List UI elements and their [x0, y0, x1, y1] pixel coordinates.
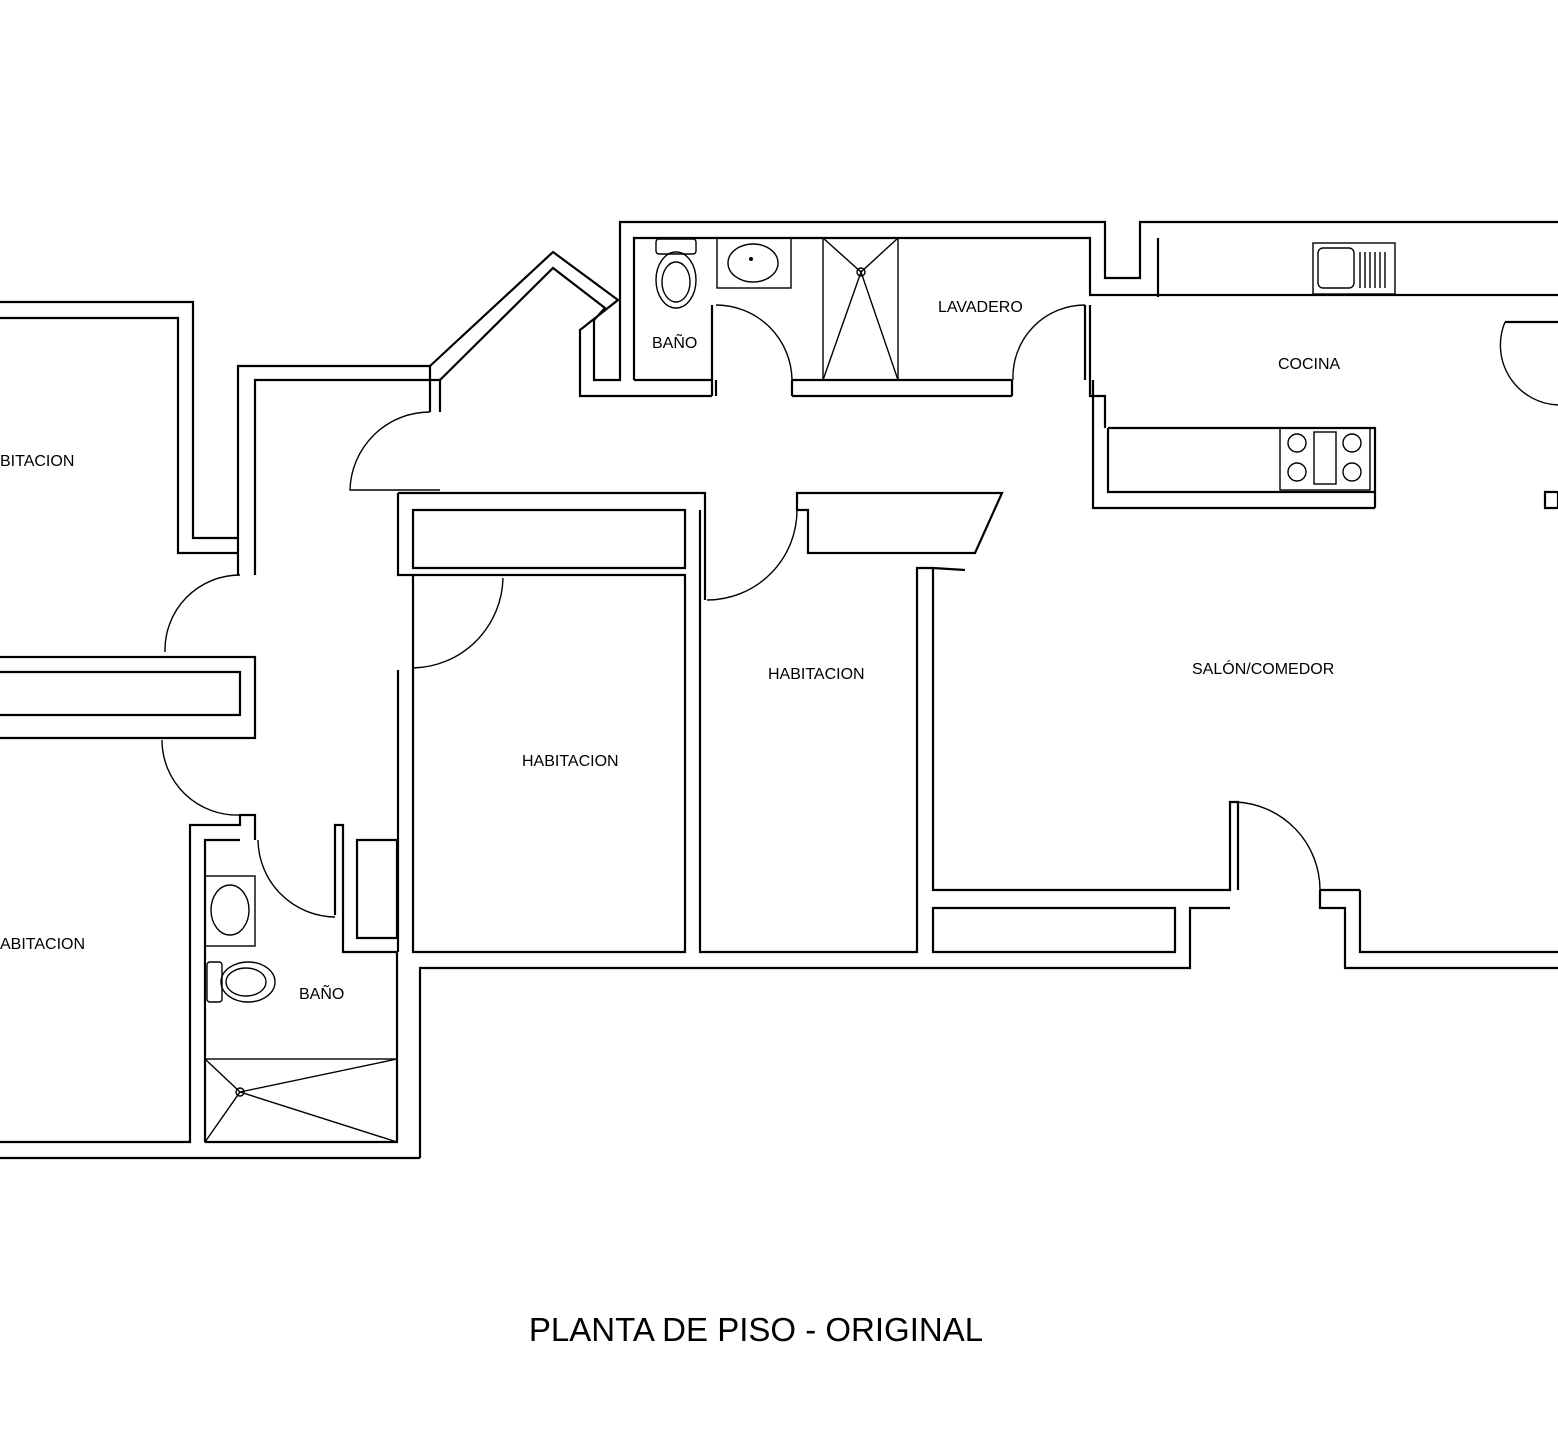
room-label-laundry: LAVADERO	[938, 299, 1023, 316]
door-arc-center-room	[412, 577, 504, 669]
sink-icon-bottom	[204, 875, 256, 947]
room-label-bedroom-middle: HABITACION	[768, 666, 865, 683]
door-arc-bottom-left-room	[161, 739, 241, 816]
plan-title: PLANTA DE PISO - ORIGINAL	[529, 1311, 983, 1348]
door-arc-main	[1234, 801, 1321, 891]
toilet-icon-bottom	[206, 961, 276, 1003]
shower-icon-bottom	[204, 1058, 398, 1143]
walls	[0, 220, 1558, 1160]
door-arc-laundry	[1012, 304, 1086, 381]
room-label-bath-bottom: BAÑO	[299, 983, 344, 1003]
door-arc-middle-room	[706, 509, 798, 601]
stove-icon	[1279, 427, 1371, 491]
wall-closet-center	[396, 491, 707, 954]
wall-kitchen	[1091, 238, 1558, 510]
door-arc-top-left-room	[164, 574, 241, 653]
room-label-bedroom-top-left: BITACION	[0, 453, 74, 470]
room-label-bedroom-center: HABITACION	[522, 753, 619, 770]
wall-top-left-room	[0, 300, 442, 575]
door-arc-bath-top	[715, 304, 793, 381]
wall-diagonal	[429, 220, 1558, 398]
shower-icon	[822, 237, 899, 381]
toilet-icon	[655, 238, 697, 309]
doors	[161, 304, 1558, 918]
room-label-bedroom-bottom-left: ABITACION	[0, 936, 85, 953]
room-label-bath-top: BAÑO	[652, 332, 697, 352]
kitchen-sink-icon	[1312, 242, 1396, 295]
wall-bath-top	[632, 236, 1558, 396]
door-arc-bath-bottom	[257, 839, 336, 918]
door-arc-entry	[349, 411, 440, 491]
room-label-kitchen: COCINA	[1278, 356, 1341, 373]
wall-corridor-top	[790, 305, 1107, 428]
wall-bottom	[418, 888, 1558, 1158]
fixtures	[204, 237, 1396, 1143]
room-label-living-dining: SALÓN/COMEDOR	[1192, 659, 1334, 678]
door-arc-kitchen	[1499, 321, 1558, 406]
wall-left-middle	[0, 655, 257, 740]
wall-bath-bottom	[0, 813, 420, 1160]
sink-icon	[716, 237, 792, 289]
